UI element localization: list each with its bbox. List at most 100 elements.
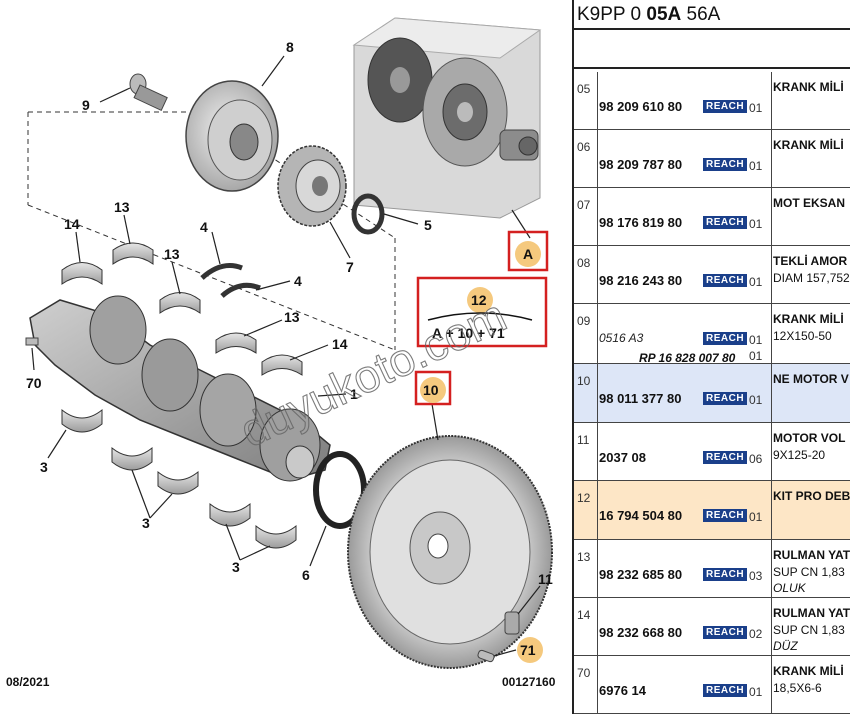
- part-index: 70: [577, 666, 591, 680]
- part-ref: 98 216 243 80: [599, 273, 683, 288]
- kit-a-badge: A: [507, 230, 549, 272]
- kit-formula: A + 10 + 71: [432, 325, 505, 341]
- part-desc-title: RULMAN YAT: [773, 548, 850, 562]
- part-ref: 98 209 787 80: [599, 157, 683, 172]
- watermark: duyukoto.com: [232, 289, 514, 457]
- part-ref: 98 209 610 80: [599, 99, 683, 114]
- part-ref-secondary: RP 16 828 007 80: [639, 351, 736, 364]
- description-cell: KRANK MİLİ: [771, 130, 850, 187]
- part-index: 09: [577, 314, 591, 328]
- callout-label: 3: [232, 559, 240, 575]
- index-cell: 12: [574, 481, 598, 539]
- engine-code-suffix: 56A: [681, 4, 721, 25]
- callout-label: 14: [332, 336, 348, 352]
- reach-badge: REACH: [703, 684, 748, 697]
- description-cell: MOT EKSAN: [771, 188, 850, 245]
- part-desc-title: MOTOR VOL: [773, 431, 846, 445]
- part-desc-spec: 18,5X6-6: [773, 681, 822, 695]
- part-desc-title: NE MOTOR V: [773, 372, 849, 386]
- flywheel-bolt: [504, 611, 520, 635]
- callout-label: 7: [346, 259, 354, 275]
- dowel-badge: 71: [517, 637, 543, 663]
- reach-badge: REACH: [703, 216, 748, 229]
- part-index: 11: [577, 433, 590, 447]
- part-desc-title: RULMAN YAT: [773, 606, 850, 620]
- callout-label: 11: [538, 571, 553, 587]
- reach-badge: REACH: [703, 509, 748, 522]
- exploded-parts-diagram: 8 9 5 7 4 4 13 14 13 13 14 1 70 3 3 3 6 …: [6, 17, 556, 689]
- callout-label: 4: [294, 273, 302, 289]
- description-cell: NE MOTOR V: [771, 364, 850, 422]
- reach-badge: REACH: [703, 568, 748, 581]
- callout-label: 5: [424, 217, 432, 233]
- engine-code-prefix: K9PP 0: [577, 4, 647, 25]
- callout-label: 70: [26, 375, 42, 391]
- part-desc-spec: SUP CN 1,83: [773, 565, 845, 579]
- callout-label: 4: [200, 219, 208, 235]
- flywheel: [347, 435, 553, 669]
- callout-label: 13: [164, 246, 180, 262]
- part-ref: 2037 08: [599, 450, 646, 465]
- diagram-canvas: 8 9 5 7 4 4 13 14 13 13 14 1 70 3 3 3 6 …: [6, 17, 556, 689]
- reach-badge: REACH: [703, 100, 748, 113]
- callout-label: 3: [40, 459, 48, 475]
- callout-label: 8: [286, 39, 294, 55]
- index-cell: 14: [574, 598, 598, 655]
- part-desc-title: KRANK MİLİ: [773, 312, 844, 326]
- description-cell: KIT PRO DEB: [771, 481, 850, 539]
- part-index: 07: [577, 198, 591, 212]
- dowel-pin: [477, 649, 495, 663]
- index-cell: 08: [574, 246, 598, 303]
- reach-badge: REACH: [703, 274, 748, 287]
- index-cell: 06: [574, 130, 598, 187]
- part-index: 06: [577, 140, 591, 154]
- index-cell: 05: [574, 72, 598, 129]
- part-qty: 03: [749, 569, 763, 583]
- callout-label: 13: [114, 199, 130, 215]
- part-qty: 06: [749, 452, 763, 466]
- part-desc-title: KRANK MİLİ: [773, 138, 844, 152]
- index-cell: 10: [574, 364, 598, 422]
- part-qty: 01: [749, 159, 763, 173]
- part-ref: 0516 A3: [599, 331, 644, 345]
- callout-label: 14: [64, 216, 80, 232]
- reach-badge: REACH: [703, 158, 748, 171]
- callout-labels: 8 9 5 7 4 4 13 14 13 13 14 1 70 3 3 3 6 …: [26, 39, 553, 587]
- part-qty: 01: [749, 510, 763, 524]
- part-ref: 98 011 377 80: [599, 391, 682, 406]
- crankshaft: [29, 295, 331, 482]
- crankshaft-key: [25, 337, 39, 346]
- part-desc-spec: DIAM 157,752: [773, 271, 850, 285]
- part-desc-title: KIT PRO DEB: [773, 489, 850, 503]
- index-cell: 07: [574, 188, 598, 245]
- kit-12-box: 12 A + 10 + 71: [416, 276, 548, 348]
- part-desc-spec: SUP CN 1,83: [773, 623, 845, 637]
- callout-label: 1: [350, 386, 358, 402]
- part-ref: 16 794 504 80: [599, 508, 683, 523]
- index-cell: 11: [574, 423, 598, 480]
- part-desc-title: TEKLİ AMOR: [773, 254, 848, 268]
- description-cell: TEKLİ AMOR DIAM 157,752: [771, 246, 850, 303]
- part-qty: 02: [749, 627, 763, 641]
- callout-label: 12: [471, 292, 487, 308]
